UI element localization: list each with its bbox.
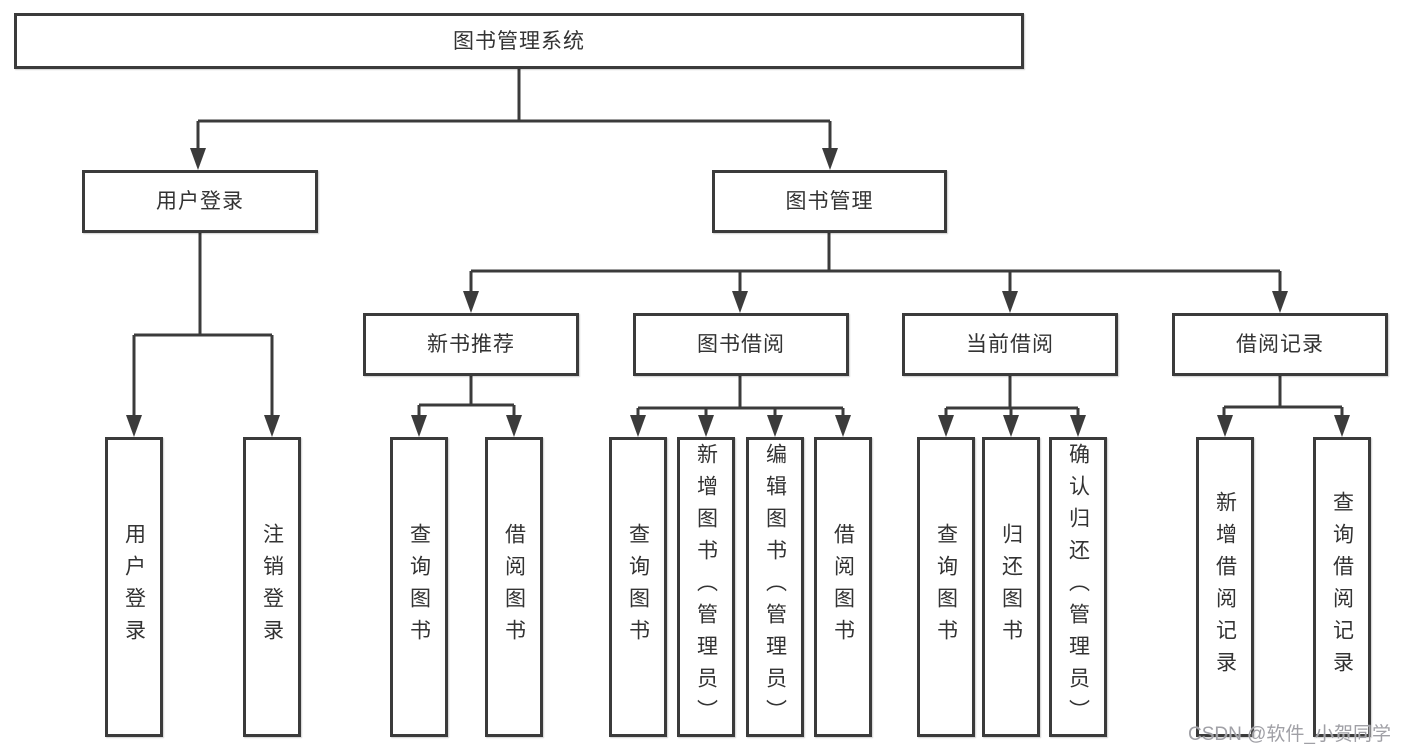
leaf-add-book-admin: 新增图书（管理员）	[677, 437, 735, 737]
leaf-borrow-books-recommend: 借阅图书	[485, 437, 543, 737]
node-label: 借阅记录	[1236, 333, 1324, 356]
csdn-watermark: CSDN @软件_小贺同学	[1188, 724, 1391, 745]
node-new-book-recommendation: 新书推荐	[363, 313, 579, 376]
leaf-label: 查询图书	[934, 523, 958, 651]
leaf-query-books-borrowing: 查询图书	[609, 437, 667, 737]
node-label: 图书管理	[785, 190, 874, 213]
leaf-label: 归还图书	[999, 523, 1023, 651]
node-book-management: 图书管理	[712, 170, 947, 233]
leaf-label: 注销登录	[260, 523, 284, 651]
leaf-borrow-books-borrowing: 借阅图书	[814, 437, 872, 737]
leaf-query-books-current: 查询图书	[917, 437, 975, 737]
node-borrowing-records: 借阅记录	[1172, 313, 1388, 376]
node-book-management-system: 图书管理系统	[14, 13, 1024, 69]
leaf-query-books-recommend: 查询图书	[390, 437, 448, 737]
node-label: 当前借阅	[966, 333, 1054, 356]
node-current-borrowing: 当前借阅	[902, 313, 1118, 376]
node-user-login: 用户登录	[82, 170, 318, 233]
leaf-label: 新增借阅记录	[1213, 491, 1237, 683]
leaf-add-borrow-record: 新增借阅记录	[1196, 437, 1254, 737]
leaf-label: 借阅图书	[831, 523, 855, 651]
leaf-label: 用户登录	[122, 523, 146, 651]
leaf-edit-book-admin: 编辑图书（管理员）	[746, 437, 804, 737]
leaf-label: 新增图书（管理员）	[694, 443, 718, 731]
leaf-label: 查询图书	[407, 523, 431, 651]
leaf-confirm-return-admin: 确认归还（管理员）	[1049, 437, 1107, 737]
leaf-logout: 注销登录	[243, 437, 301, 737]
node-book-borrowing: 图书借阅	[633, 313, 849, 376]
leaf-user-login: 用户登录	[105, 437, 163, 737]
leaf-return-book: 归还图书	[982, 437, 1040, 737]
leaf-label: 确认归还（管理员）	[1066, 443, 1090, 731]
node-label: 图书管理系统	[453, 29, 585, 53]
node-label: 新书推荐	[427, 333, 515, 356]
leaf-query-borrow-record: 查询借阅记录	[1313, 437, 1371, 737]
leaf-label: 查询图书	[626, 523, 650, 651]
node-label: 图书借阅	[697, 333, 785, 356]
leaf-label: 查询借阅记录	[1330, 491, 1354, 683]
leaf-label: 借阅图书	[502, 523, 526, 651]
node-label: 用户登录	[156, 190, 244, 213]
leaf-label: 编辑图书（管理员）	[763, 443, 787, 731]
